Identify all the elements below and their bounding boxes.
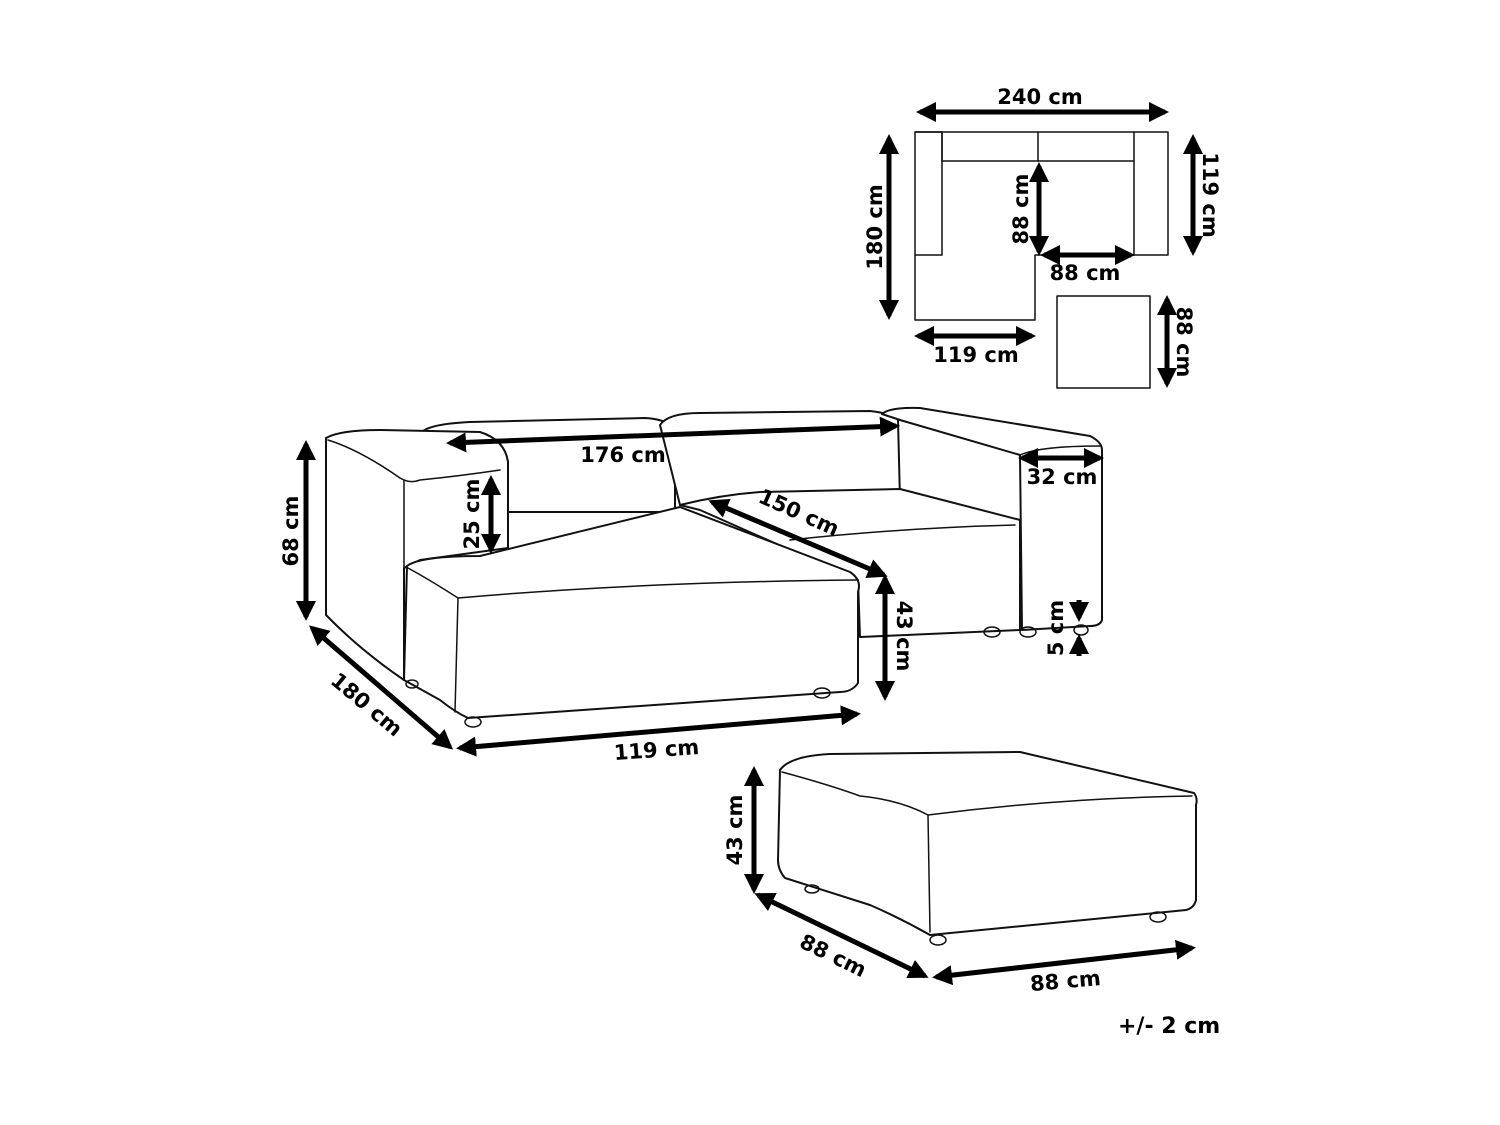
label-chaise-width: 119 cm xyxy=(613,735,700,765)
sofa-perspective: 176 cm 68 cm 25 cm 180 cm 119 cm 150 cm … xyxy=(279,406,1104,765)
top-view-plan: 240 cm 180 cm 119 cm 88 cm 88 cm 119 cm … xyxy=(863,85,1222,389)
label-leg-height: 5 cm xyxy=(1044,600,1068,656)
label-armrest-width: 32 cm xyxy=(1027,465,1098,489)
label-right-depth: 119 cm xyxy=(1198,152,1222,237)
ottoman-perspective: 43 cm 88 cm 88 cm xyxy=(723,751,1198,996)
label-ottoman-height: 43 cm xyxy=(723,795,747,866)
label-seat-height: 43 cm xyxy=(892,601,916,672)
label-inner-depth: 88 cm xyxy=(1009,174,1033,245)
label-armrest-above-seat: 25 cm xyxy=(460,479,484,550)
label-ottoman-width: 88 cm xyxy=(1029,966,1102,996)
label-sofa-height: 68 cm xyxy=(279,496,303,567)
label-overall-depth: 180 cm xyxy=(863,184,887,269)
label-backrest-length: 176 cm xyxy=(580,443,665,467)
label-inner-width: 88 cm xyxy=(1050,261,1121,285)
label-ottoman-depth: 88 cm xyxy=(796,929,870,982)
label-ottoman-side-plan: 88 cm xyxy=(1172,307,1196,378)
label-overall-width: 240 cm xyxy=(997,85,1082,109)
label-chaise-length: 180 cm xyxy=(326,668,407,741)
tolerance-note: +/- 2 cm xyxy=(1118,1014,1221,1039)
label-chaise-width-plan: 119 cm xyxy=(933,343,1018,367)
